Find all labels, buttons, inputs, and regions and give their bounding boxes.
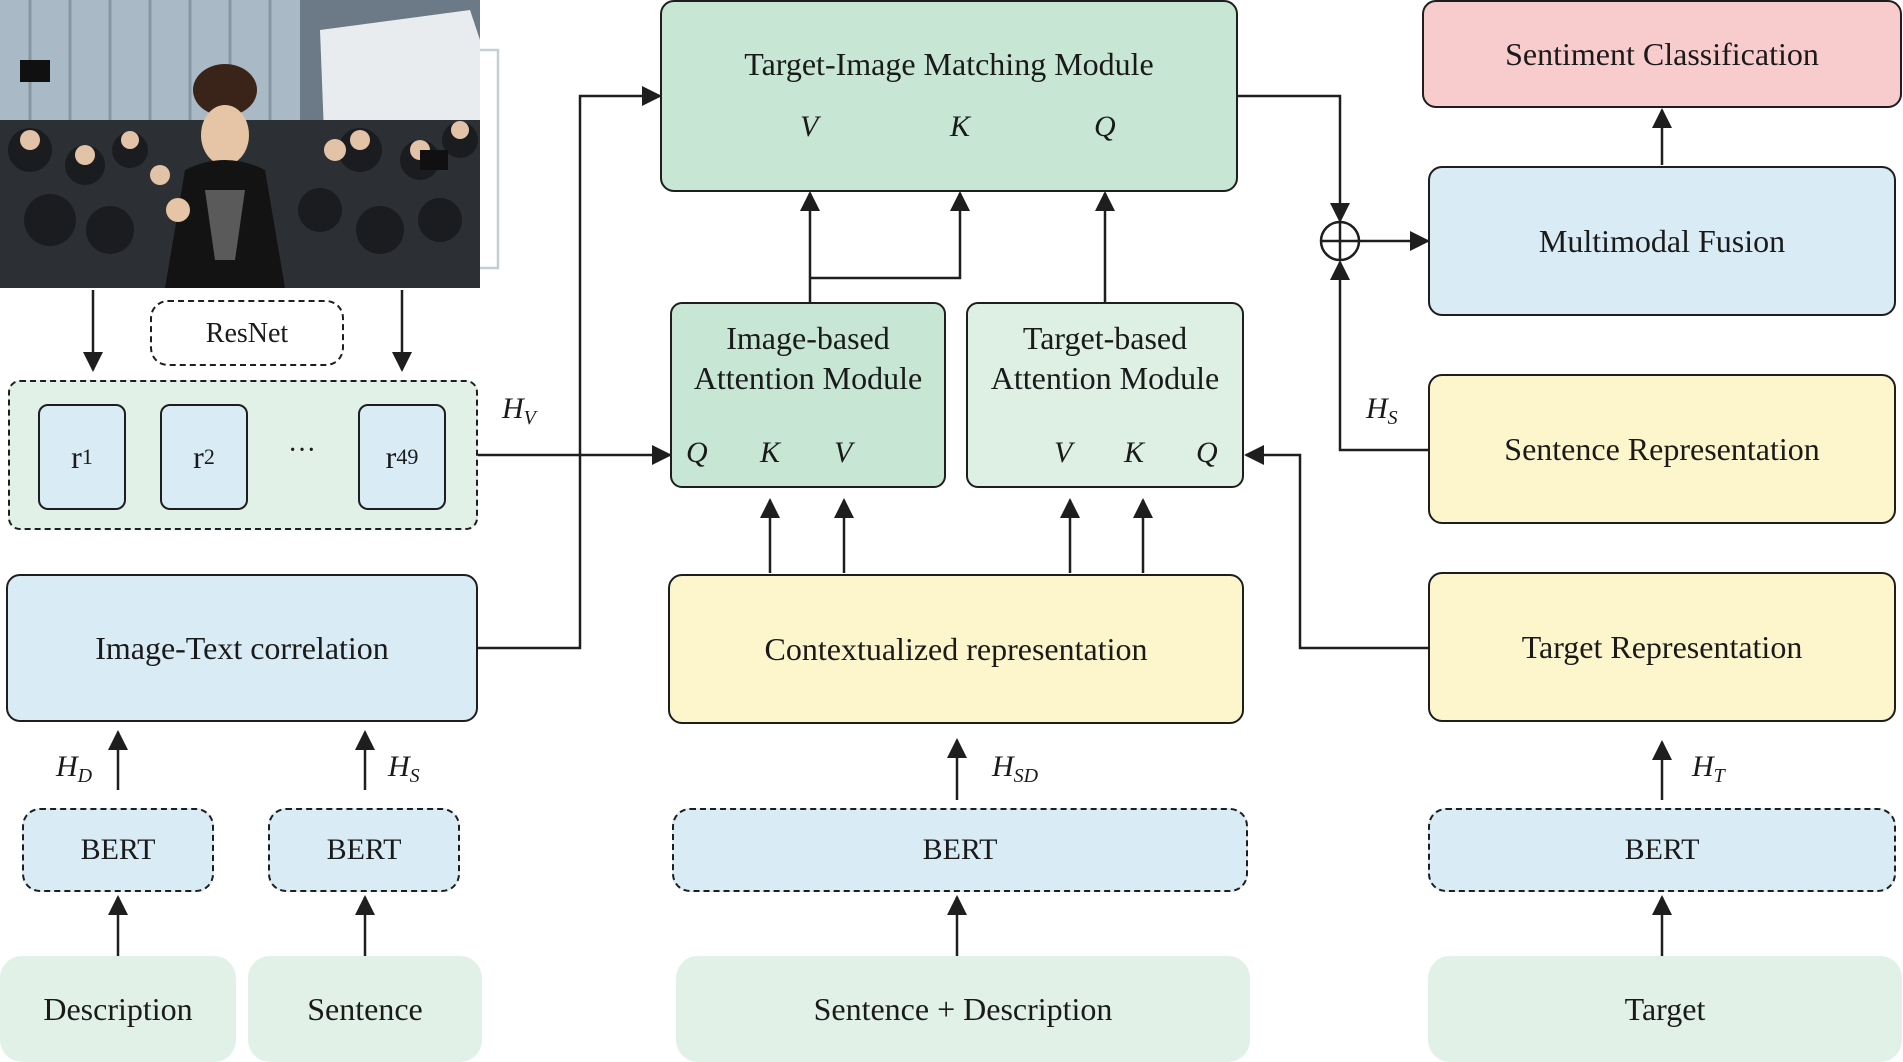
resnet-box: ResNet bbox=[150, 300, 344, 366]
target-image-matching-module: Target-Image Matching Module bbox=[660, 0, 1238, 192]
hsd-label: HSD bbox=[992, 750, 1039, 787]
image-attention-q-label: Q bbox=[686, 436, 708, 469]
image-attention-v-label: V bbox=[834, 436, 853, 469]
input-sentence-description: Sentence + Description bbox=[676, 956, 1250, 1062]
sentence-representation-box: Sentence Representation bbox=[1428, 374, 1896, 524]
target-attention-q-label: Q bbox=[1196, 436, 1218, 469]
contextualized-representation-box: Contextualized representation bbox=[668, 574, 1244, 724]
bert-target: BERT bbox=[1428, 808, 1896, 892]
ht-label: HT bbox=[1692, 750, 1725, 787]
image-attention-module: Image-based Attention Module bbox=[670, 302, 946, 488]
matching-v-label: V bbox=[800, 110, 819, 143]
input-target: Target bbox=[1428, 956, 1902, 1062]
input-photo bbox=[0, 0, 480, 288]
bert-center: BERT bbox=[672, 808, 1248, 892]
target-attention-module: Target-based Attention Module bbox=[966, 302, 1244, 488]
input-description: Description bbox=[0, 956, 236, 1062]
matching-q-label: Q bbox=[1094, 110, 1116, 143]
target-attention-k-label: K bbox=[1124, 436, 1145, 469]
bert-sentence: BERT bbox=[268, 808, 460, 892]
target-attention-v-label: V bbox=[1054, 436, 1073, 469]
hs-label-right: HS bbox=[1366, 392, 1398, 429]
matching-k-label: K bbox=[950, 110, 971, 143]
bert-description: BERT bbox=[22, 808, 214, 892]
input-sentence: Sentence bbox=[248, 956, 482, 1062]
multimodal-fusion-box: Multimodal Fusion bbox=[1428, 166, 1896, 316]
resnet-label: ResNet bbox=[205, 317, 289, 349]
image-attention-k-label: K bbox=[760, 436, 781, 469]
region-ellipsis: ··· bbox=[288, 434, 316, 466]
hs-label-left: HS bbox=[388, 750, 420, 787]
target-representation-box: Target Representation bbox=[1428, 572, 1896, 722]
image-text-correlation-box: Image-Text correlation bbox=[6, 574, 478, 722]
sentiment-classification-box: Sentiment Classification bbox=[1422, 0, 1902, 108]
hd-label: HD bbox=[56, 750, 93, 787]
hv-label: HV bbox=[502, 392, 536, 429]
